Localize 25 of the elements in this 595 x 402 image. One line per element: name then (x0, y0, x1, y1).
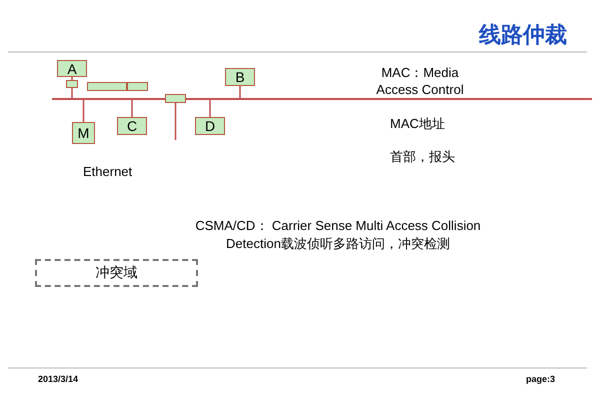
small-box (66, 80, 78, 88)
date-text: 2013/3/14 (38, 374, 78, 384)
station-box: M (72, 122, 95, 144)
slide-title: 线路仲裁 (479, 21, 567, 49)
connector-line (131, 100, 133, 117)
station-box: A (57, 60, 87, 77)
segment-box (87, 82, 127, 91)
connector-line (71, 77, 73, 80)
note-text: MAC地址 (390, 115, 445, 133)
page-number: page:3 (526, 374, 556, 384)
station-box: B (225, 68, 255, 86)
segment-box (127, 82, 148, 91)
note-text: 首部，报头 (390, 148, 455, 166)
connector-line (209, 100, 211, 117)
station-box: D (195, 117, 225, 135)
text-box: 冲突域 (35, 259, 198, 287)
connector-line (82, 100, 84, 122)
definition-text: CSMA/CD： Carrier Sense Multi Access Collision Detection载波侦听多路访问，冲突检测 (194, 217, 482, 253)
connector-line (174, 103, 176, 140)
station-box: C (117, 117, 147, 135)
connector-line (239, 86, 241, 98)
caption-text: Ethernet (83, 164, 132, 179)
connector-line (71, 88, 73, 98)
bus-line (52, 98, 592, 100)
repeater-box (165, 94, 186, 103)
